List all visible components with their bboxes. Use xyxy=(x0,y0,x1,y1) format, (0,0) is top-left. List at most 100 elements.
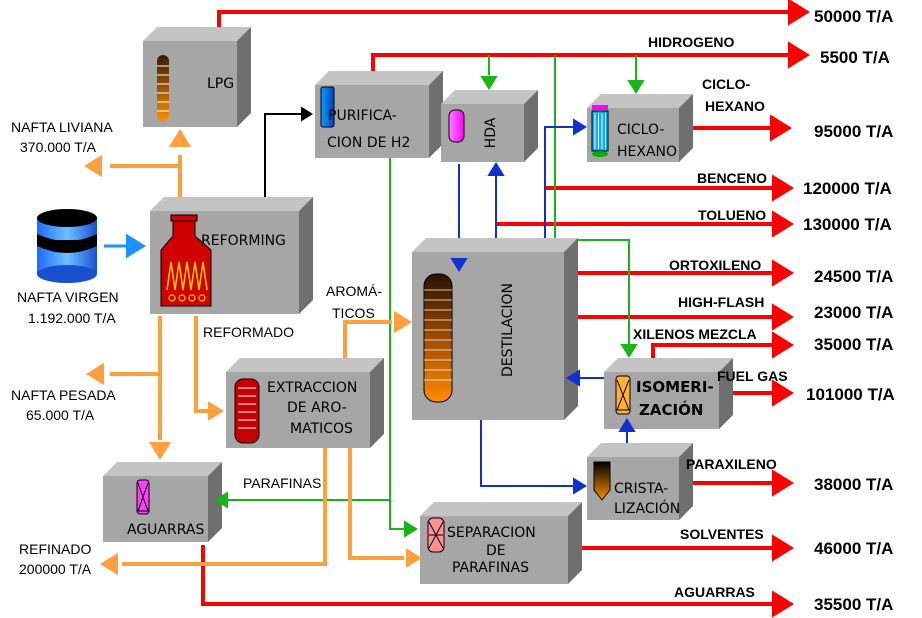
box-side-separacion xyxy=(568,502,582,584)
arrow-reforming-to-purificacion xyxy=(301,106,313,122)
arrow-aguarras-out xyxy=(772,590,794,618)
unit-label-isomerizacion-1: ISOMERI- xyxy=(636,378,714,396)
box-side-isomerizacion xyxy=(719,358,733,429)
arrow-tolueno xyxy=(772,210,794,238)
product-name-solventes: SOLVENTES xyxy=(680,526,764,542)
unit-label-separacion-2: DE xyxy=(486,543,506,559)
arrow-hda-to-destilacion xyxy=(450,258,468,272)
box-side-cristalizacion xyxy=(679,443,693,520)
arrow-h2-to-hda xyxy=(480,76,498,90)
arrow-aromaticos xyxy=(394,310,412,334)
destilacion-column-icon xyxy=(423,273,453,403)
stream-reformado-to-extraccion xyxy=(194,316,208,413)
product-name-hidrogeno: HIDROGENO xyxy=(648,34,734,50)
arrow-ortoxileno xyxy=(772,259,794,287)
arrow-nafta-pesada xyxy=(86,362,104,386)
product-qty-benceno: 120000 T/A xyxy=(803,179,892,198)
box-top-lpg xyxy=(143,27,251,41)
feed-name: NAFTA VIRGEN xyxy=(17,289,119,305)
product-qty-paraxileno: 38000 T/A xyxy=(814,475,893,494)
arrow-to-aguarras xyxy=(148,442,172,460)
box-top-cristalizacion xyxy=(587,443,693,457)
arrow-benceno xyxy=(772,174,794,202)
box-face-aguarras xyxy=(103,476,208,542)
unit-label-destilacion: DESTILACION xyxy=(500,283,516,377)
byproduct-qty-refinado: 200000 T/A xyxy=(19,561,92,577)
arrow-h2-to-ciclohexano xyxy=(627,80,645,94)
product-qty-hidrogeno: 5500 T/A xyxy=(820,48,890,67)
box-side-hda xyxy=(524,90,538,162)
product-qty-fuelgas: 101000 T/A xyxy=(806,385,895,404)
reforming-burner-icon xyxy=(178,294,186,302)
box-top-separacion xyxy=(420,502,582,516)
product-name-aguarras: AGUARRAS xyxy=(674,584,755,600)
unit-label-lpg: LPG xyxy=(207,76,234,92)
product-name-benceno: BENCENO xyxy=(697,170,767,186)
lpg-column-icon xyxy=(157,55,169,121)
byproduct-name-nafta-liviana: NAFTA LIVIANA xyxy=(11,119,113,135)
equipment-icons xyxy=(136,55,631,553)
reforming-stack-icon xyxy=(170,214,198,222)
box-side-reforming xyxy=(299,197,313,314)
product-name-ortoxileno: ORTOXILENO xyxy=(669,257,761,273)
arrow-feed xyxy=(126,233,146,259)
stream-to-cristalizacion xyxy=(480,420,573,487)
unit-label-cristalizacion-2: LIZACIÓN xyxy=(614,499,680,517)
box-top-hda xyxy=(441,90,538,104)
unit-box-separacion xyxy=(420,502,582,584)
arrow-hidrogeno xyxy=(788,41,810,69)
reforming-burner-icon xyxy=(188,294,196,302)
unit-label-purificacion-1: PURIFICA- xyxy=(328,108,397,124)
product-name-highflash: HIGH-FLASH xyxy=(678,294,764,310)
unit-label-hda: HDA xyxy=(483,117,499,148)
box-side-purificacion xyxy=(429,71,443,158)
aguarras-cross-icon xyxy=(137,482,149,512)
arrow-to-separacion xyxy=(404,520,418,538)
box-top-purificacion xyxy=(315,71,443,85)
product-qty-aguarras: 35500 T/A xyxy=(814,595,893,614)
box-side-aguarras xyxy=(208,462,222,542)
arrow-highflash xyxy=(772,303,794,331)
stream-refinado xyxy=(122,448,327,566)
unit-label-cristalizacion-1: CRISTA- xyxy=(614,481,668,497)
stream-hidrogeno xyxy=(371,53,790,71)
product-name-ciclohexano-2: HEXANO xyxy=(705,98,765,114)
arrow-refinado xyxy=(100,552,118,576)
arrow-parafinas-to-aguarras xyxy=(214,491,228,509)
box-side-extraccion xyxy=(370,358,384,448)
stream-label-aromaticos-1: AROMÁ- xyxy=(326,283,382,299)
unit-label-aguarras: AGUARRAS xyxy=(127,522,204,538)
arrow-nafta-liviana xyxy=(84,154,102,178)
product-name-ciclohexano-1: CICLO- xyxy=(702,76,751,92)
product-qty-xilenos: 35000 T/A xyxy=(814,335,893,354)
arrow-benceno-to-ciclohexano xyxy=(573,118,587,136)
arrow-destilacion-to-hda xyxy=(487,162,505,176)
unit-label-extraccion-3: MATICOS xyxy=(290,421,353,437)
box-face-separacion xyxy=(420,516,568,584)
product-qty-h2: 50000 T/A xyxy=(814,7,893,26)
ciclohexano-cap-icon xyxy=(592,105,608,110)
product-qty-ortoxileno: 24500 T/A xyxy=(814,267,893,286)
box-top-destilacion xyxy=(412,238,578,252)
box-side-ciclohexano xyxy=(679,94,693,162)
product-qty-solventes: 46000 T/A xyxy=(814,539,893,558)
separacion-packing-icon xyxy=(428,521,444,549)
unit-box-aguarras xyxy=(103,462,222,542)
stream-reforming-to-purificacion xyxy=(264,113,301,210)
stream-to-separacion xyxy=(389,500,404,530)
box-side-destilacion xyxy=(564,238,578,420)
arrow-paraxileno xyxy=(772,469,794,497)
stream-label-parafinas: PARAFINAS xyxy=(243,475,321,491)
stream-lines xyxy=(104,10,790,606)
arrow-cristalizacion-to-isomerizacion xyxy=(618,418,636,432)
feed-qty: 1.192.000 T/A xyxy=(28,310,116,326)
arrow-to-cristalizacion xyxy=(573,477,587,495)
feed-tank-icon xyxy=(37,209,97,283)
cristalizacion-vessel-icon xyxy=(593,461,611,501)
reforming-coil-icon xyxy=(166,261,208,291)
unit-label-ciclohexano-2: HEXANO xyxy=(617,144,677,160)
byproduct-qty-nafta-pesada: 65.000 T/A xyxy=(26,407,95,423)
stream-label-reformado: REFORMADO xyxy=(203,324,294,340)
hda-reactor-icon xyxy=(448,109,465,143)
stream-aromaticos xyxy=(343,320,392,372)
